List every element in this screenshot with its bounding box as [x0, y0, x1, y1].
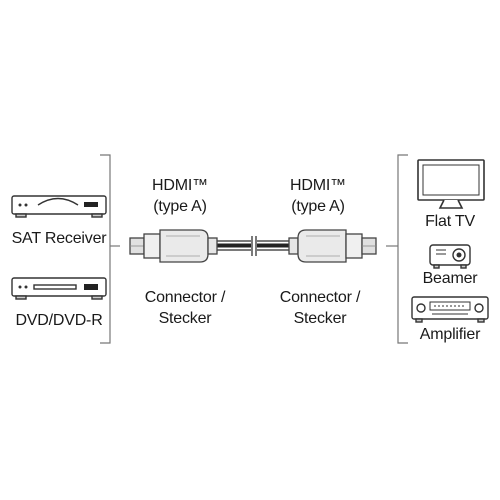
left-plug-caption-line1: Connector /	[144, 289, 226, 306]
right-plug-caption-line2: Stecker	[293, 310, 347, 327]
projector-icon	[429, 244, 471, 269]
amplifier-icon	[411, 296, 489, 323]
sat-receiver-icon	[11, 195, 107, 218]
sat-receiver-label: SAT Receiver	[11, 230, 107, 247]
left-bracket	[100, 154, 120, 344]
flat-tv-label: Flat TV	[425, 213, 475, 230]
right-plug-type-line1: HDMI™	[290, 177, 346, 194]
beamer-label: Beamer	[422, 270, 478, 287]
left-plug-caption-line2: Stecker	[158, 310, 212, 327]
dvd-label: DVD/DVD-R	[15, 312, 103, 329]
left-hdmi-plug	[129, 229, 218, 263]
hdmi-cable	[215, 236, 291, 256]
flat-tv-icon	[417, 159, 485, 209]
right-plug-type-line2: (type A)	[291, 198, 345, 215]
amplifier-label: Amplifier	[419, 326, 481, 343]
left-plug-type-line2: (type A)	[153, 198, 207, 215]
right-plug-caption-line1: Connector /	[279, 289, 361, 306]
right-hdmi-plug	[288, 229, 377, 263]
right-bracket	[386, 154, 408, 344]
left-plug-type-line1: HDMI™	[152, 177, 208, 194]
dvd-player-icon	[11, 277, 107, 300]
